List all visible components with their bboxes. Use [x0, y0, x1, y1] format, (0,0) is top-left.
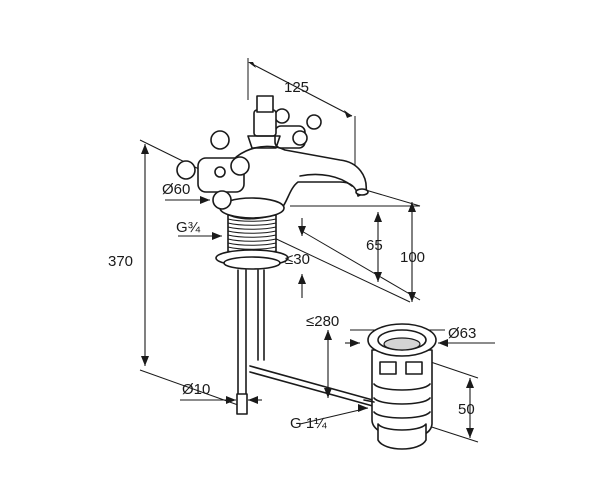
dim-50: 50: [458, 401, 475, 418]
dim-125: 125: [284, 79, 309, 96]
dim-370: 370: [108, 253, 133, 270]
center-spindle: [247, 95, 281, 149]
dim-diameter-63: Ø63: [448, 325, 476, 342]
thread-line: [227, 242, 277, 246]
handle-right: [274, 108, 322, 149]
dim-deck-30: ≤30: [285, 251, 310, 268]
dim-thread-g114: G 1¼: [290, 415, 327, 432]
dim-diameter-10: Ø10: [182, 381, 210, 398]
dim-100: 100: [400, 249, 425, 266]
dimension-labels: 125 Ø60 G¾ 65 100 370 ≤30 ≤280 Ø63 Ø10 5…: [108, 79, 476, 432]
dim-280: ≤280: [306, 313, 339, 330]
thread-line: [227, 218, 277, 222]
waste-assembly: [363, 323, 437, 450]
thread-line: [227, 238, 277, 242]
dim-65: 65: [366, 237, 383, 254]
dim-diameter-60: Ø60: [162, 181, 190, 198]
handle-left: [176, 130, 250, 210]
thread-line: [227, 226, 277, 230]
thread-line: [227, 234, 277, 238]
threaded-shank: [215, 214, 289, 270]
thread-line: [227, 222, 277, 226]
pull-rod: [236, 269, 381, 415]
thread-line: [227, 230, 277, 234]
dim-thread-g34: G¾: [176, 219, 201, 236]
